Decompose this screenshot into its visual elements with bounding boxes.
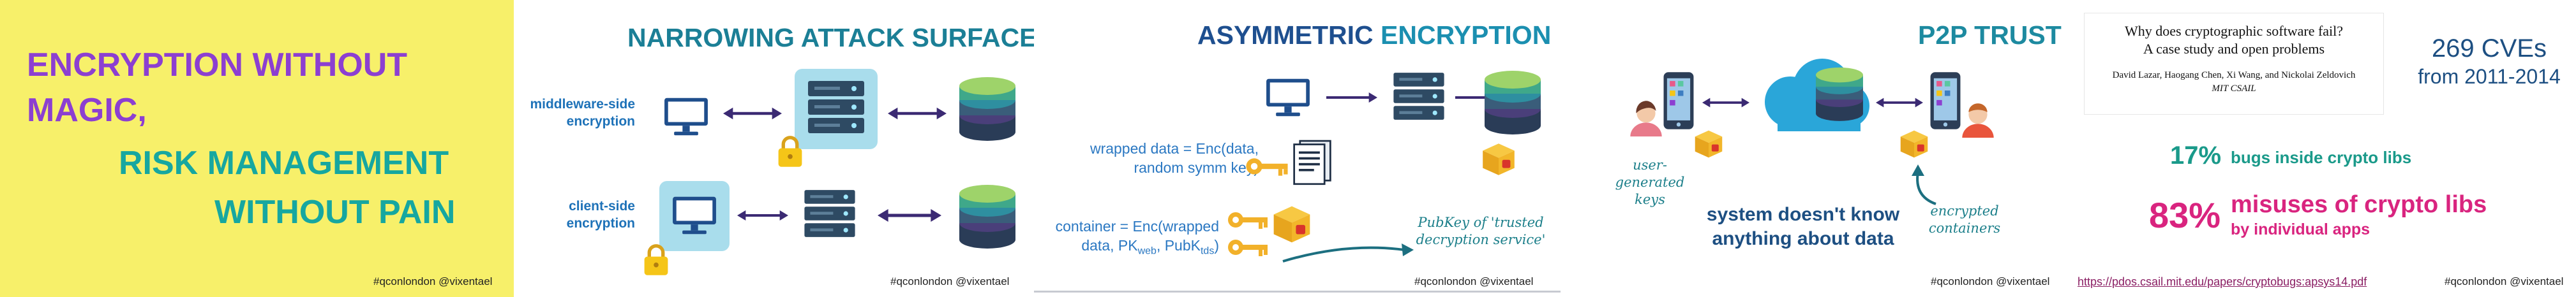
slide-p2p-trust: P2P TRUST user-generated keys system doe…	[1561, 0, 2078, 297]
system-statement: system doesn't know anything about data	[1701, 203, 1905, 251]
container-line-2: data, PKweb, PubKtds)	[1034, 236, 1219, 261]
stat-2-text-line-1: misuses of crypto libs	[2231, 191, 2487, 218]
slide-tag: #qconlondon @vixentael	[890, 275, 1010, 287]
key-icon	[1225, 207, 1270, 233]
curved-arrow-icon	[1282, 243, 1414, 263]
database-icon	[955, 181, 1019, 251]
pubkey-note-line-1: PubKey of 'trusted	[1418, 215, 1544, 230]
container-sub-tds: tds	[1200, 245, 1215, 257]
container-box-icon	[1481, 141, 1516, 177]
container-sub-web: web	[1137, 245, 1157, 257]
title-part-2: ENCRYPTION	[1381, 20, 1552, 50]
paper-abstract: Why does cryptographic software fail? A …	[2084, 13, 2384, 115]
paper-affiliation: MIT CSAIL	[2212, 83, 2256, 94]
slide-crypto-bugs: Why does cryptographic software fail? A …	[2078, 0, 2576, 297]
system-line-2: anything about data	[1712, 228, 1894, 249]
container-line-2b: , PubK	[1156, 237, 1201, 254]
server-icon	[801, 187, 858, 240]
slide-title: P2P TRUST	[1918, 20, 2062, 50]
user-female-icon	[1626, 94, 1666, 140]
slide-asymmetric-encryption: ASYMMETRIC ENCRYPTION wrapped data = Enc…	[1034, 0, 1561, 297]
slide-title: ENCRYPTION WITHOUT MAGIC, RISK MANAGEMEN…	[0, 0, 514, 297]
cve-count-range: from 2011-2014	[2418, 65, 2561, 88]
title-line-1: ENCRYPTION WITHOUT	[27, 47, 408, 83]
container-line-1: container = Enc(wrapped	[1055, 218, 1219, 235]
label-client-side: client-side encryption	[566, 199, 635, 231]
stat-1-text: bugs inside crypto libs	[2231, 148, 2412, 167]
double-arrow-icon	[878, 207, 941, 224]
containers-line-2: containers	[1928, 221, 2001, 236]
stat-1-value: 17%	[2170, 141, 2222, 170]
double-arrow-icon	[888, 105, 947, 122]
container-box-icon	[1899, 129, 1929, 159]
server-icon	[804, 78, 868, 136]
paper-title-line-2: A case study and open problems	[2143, 41, 2325, 57]
monitor-icon	[662, 96, 710, 138]
monitor-icon	[1264, 76, 1312, 119]
wrapped-line-2: random symm key)	[1134, 159, 1259, 176]
title-line-3: RISK MANAGEMENT	[119, 145, 449, 182]
stat-2-text-line-2: by individual apps	[2231, 221, 2370, 238]
wrapped-line-1: wrapped data = Enc(data,	[1090, 140, 1259, 157]
slide-narrowing-attack-surface: NARROWING ATTACK SURFACE middleware-side…	[514, 0, 1034, 297]
paper-link[interactable]: https://pdos.csail.mit.edu/papers/crypto…	[2078, 275, 2367, 288]
paper-title-line-1: Why does cryptographic software fail?	[2124, 23, 2344, 39]
title-line-4: WITHOUT PAIN	[214, 194, 456, 231]
user-keys-line-2: keys	[1635, 192, 1665, 207]
slide-title: NARROWING ATTACK SURFACE	[627, 23, 1034, 52]
database-icon	[955, 73, 1019, 143]
slide-tag: #qconlondon @vixentael	[1931, 275, 2050, 287]
right-arrow-icon	[1326, 91, 1377, 105]
document-icon	[1292, 137, 1333, 187]
server-icon	[1390, 70, 1448, 122]
label-middleware-side: middleware-side encryption	[530, 97, 635, 129]
encrypted-containers-label: encrypted containers	[1917, 203, 2012, 237]
pubkey-note: PubKey of 'trusted decryption service'	[1398, 214, 1561, 249]
container-formula: container = Enc(wrapped data, PKweb, Pub…	[1034, 217, 1219, 261]
double-arrow-icon	[723, 105, 782, 122]
title-line-2: MAGIC,	[27, 92, 147, 129]
stat-2-text: misuses of crypto libs by individual app…	[2231, 190, 2487, 240]
title-part-1: ASYMMETRIC	[1197, 20, 1374, 50]
cve-count-value: 269 CVEs	[2431, 34, 2547, 62]
slide-tag: #qconlondon @vixentael	[373, 275, 493, 287]
double-arrow-icon	[1702, 94, 1749, 111]
database-icon	[1481, 67, 1545, 137]
user-male-icon	[1958, 96, 1998, 141]
wrapped-data-formula: wrapped data = Enc(data, random symm key…	[1038, 139, 1259, 177]
stat-2-value: 83%	[2149, 195, 2221, 235]
containers-line-1: encrypted	[1930, 203, 1999, 219]
container-line-2c: )	[1214, 237, 1219, 254]
paper-authors: David Lazar, Haogang Chen, Xi Wang, and …	[2112, 70, 2356, 80]
slide-title: ASYMMETRIC ENCRYPTION	[1197, 20, 1551, 50]
user-generated-keys-label: user-generated keys	[1599, 157, 1701, 208]
key-icon	[1225, 235, 1270, 260]
container-line-2a: data, PK	[1081, 237, 1138, 254]
slide-tag: #qconlondon @vixentael	[2445, 275, 2564, 287]
lock-icon	[775, 134, 805, 170]
progress-bar	[1034, 291, 1561, 293]
double-arrow-icon	[1876, 94, 1923, 111]
pubkey-note-line-2: decryption service'	[1416, 232, 1546, 247]
curved-arrow-icon	[1912, 164, 1936, 205]
database-icon	[1813, 64, 1866, 124]
lock-icon	[641, 242, 671, 278]
key-icon	[1243, 153, 1291, 180]
double-arrow-icon	[737, 207, 788, 224]
container-box-icon	[1693, 129, 1724, 159]
monitor-icon	[670, 194, 719, 236]
cve-count: 269 CVEs from 2011-2014	[2409, 33, 2569, 89]
phone-icon	[1661, 70, 1696, 131]
system-line-1: system doesn't know	[1706, 204, 1900, 225]
slide-tag: #qconlondon @vixentael	[1414, 275, 1534, 287]
user-keys-line-1: user-generated	[1615, 157, 1685, 190]
